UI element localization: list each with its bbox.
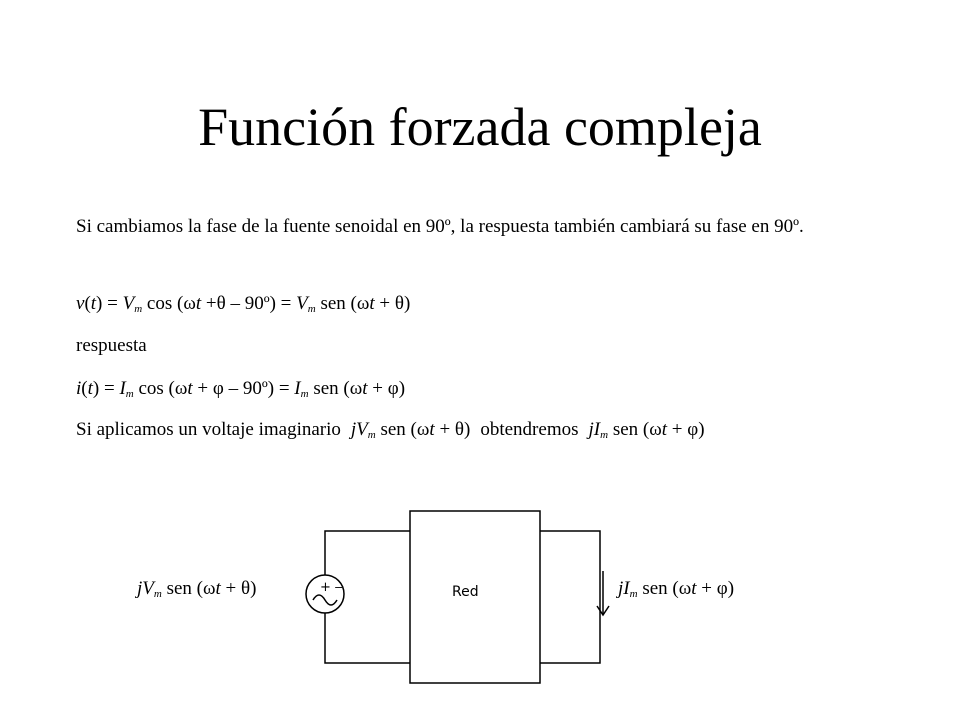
- right-wire: [540, 530, 601, 664]
- network-label: Red: [452, 584, 479, 600]
- current-equation: i(t) = Im cos (ωt + φ – 90º) = Im sen (ω…: [76, 378, 406, 400]
- network-box: [409, 510, 541, 684]
- source-plus-sign: +: [320, 580, 331, 595]
- left-wire-bottom: [324, 613, 410, 664]
- respuesta-label: respuesta: [76, 335, 147, 356]
- voltage-equation: v(t) = Vm cos (ωt +θ – 90º) = Vm sen (ωt…: [76, 293, 411, 315]
- source-voltage-label: jVm sen (ωt + θ): [137, 578, 257, 600]
- sine-wave-icon: [312, 594, 338, 606]
- left-wire: [324, 530, 410, 575]
- slide-title: Función forzada compleja: [198, 97, 762, 157]
- intro-paragraph: Si cambiamos la fase de la fuente senoid…: [76, 216, 804, 237]
- current-arrow-head: [596, 605, 610, 617]
- response-current-label: jIm sen (ωt + φ): [618, 578, 735, 600]
- source-minus-sign: −: [334, 581, 343, 594]
